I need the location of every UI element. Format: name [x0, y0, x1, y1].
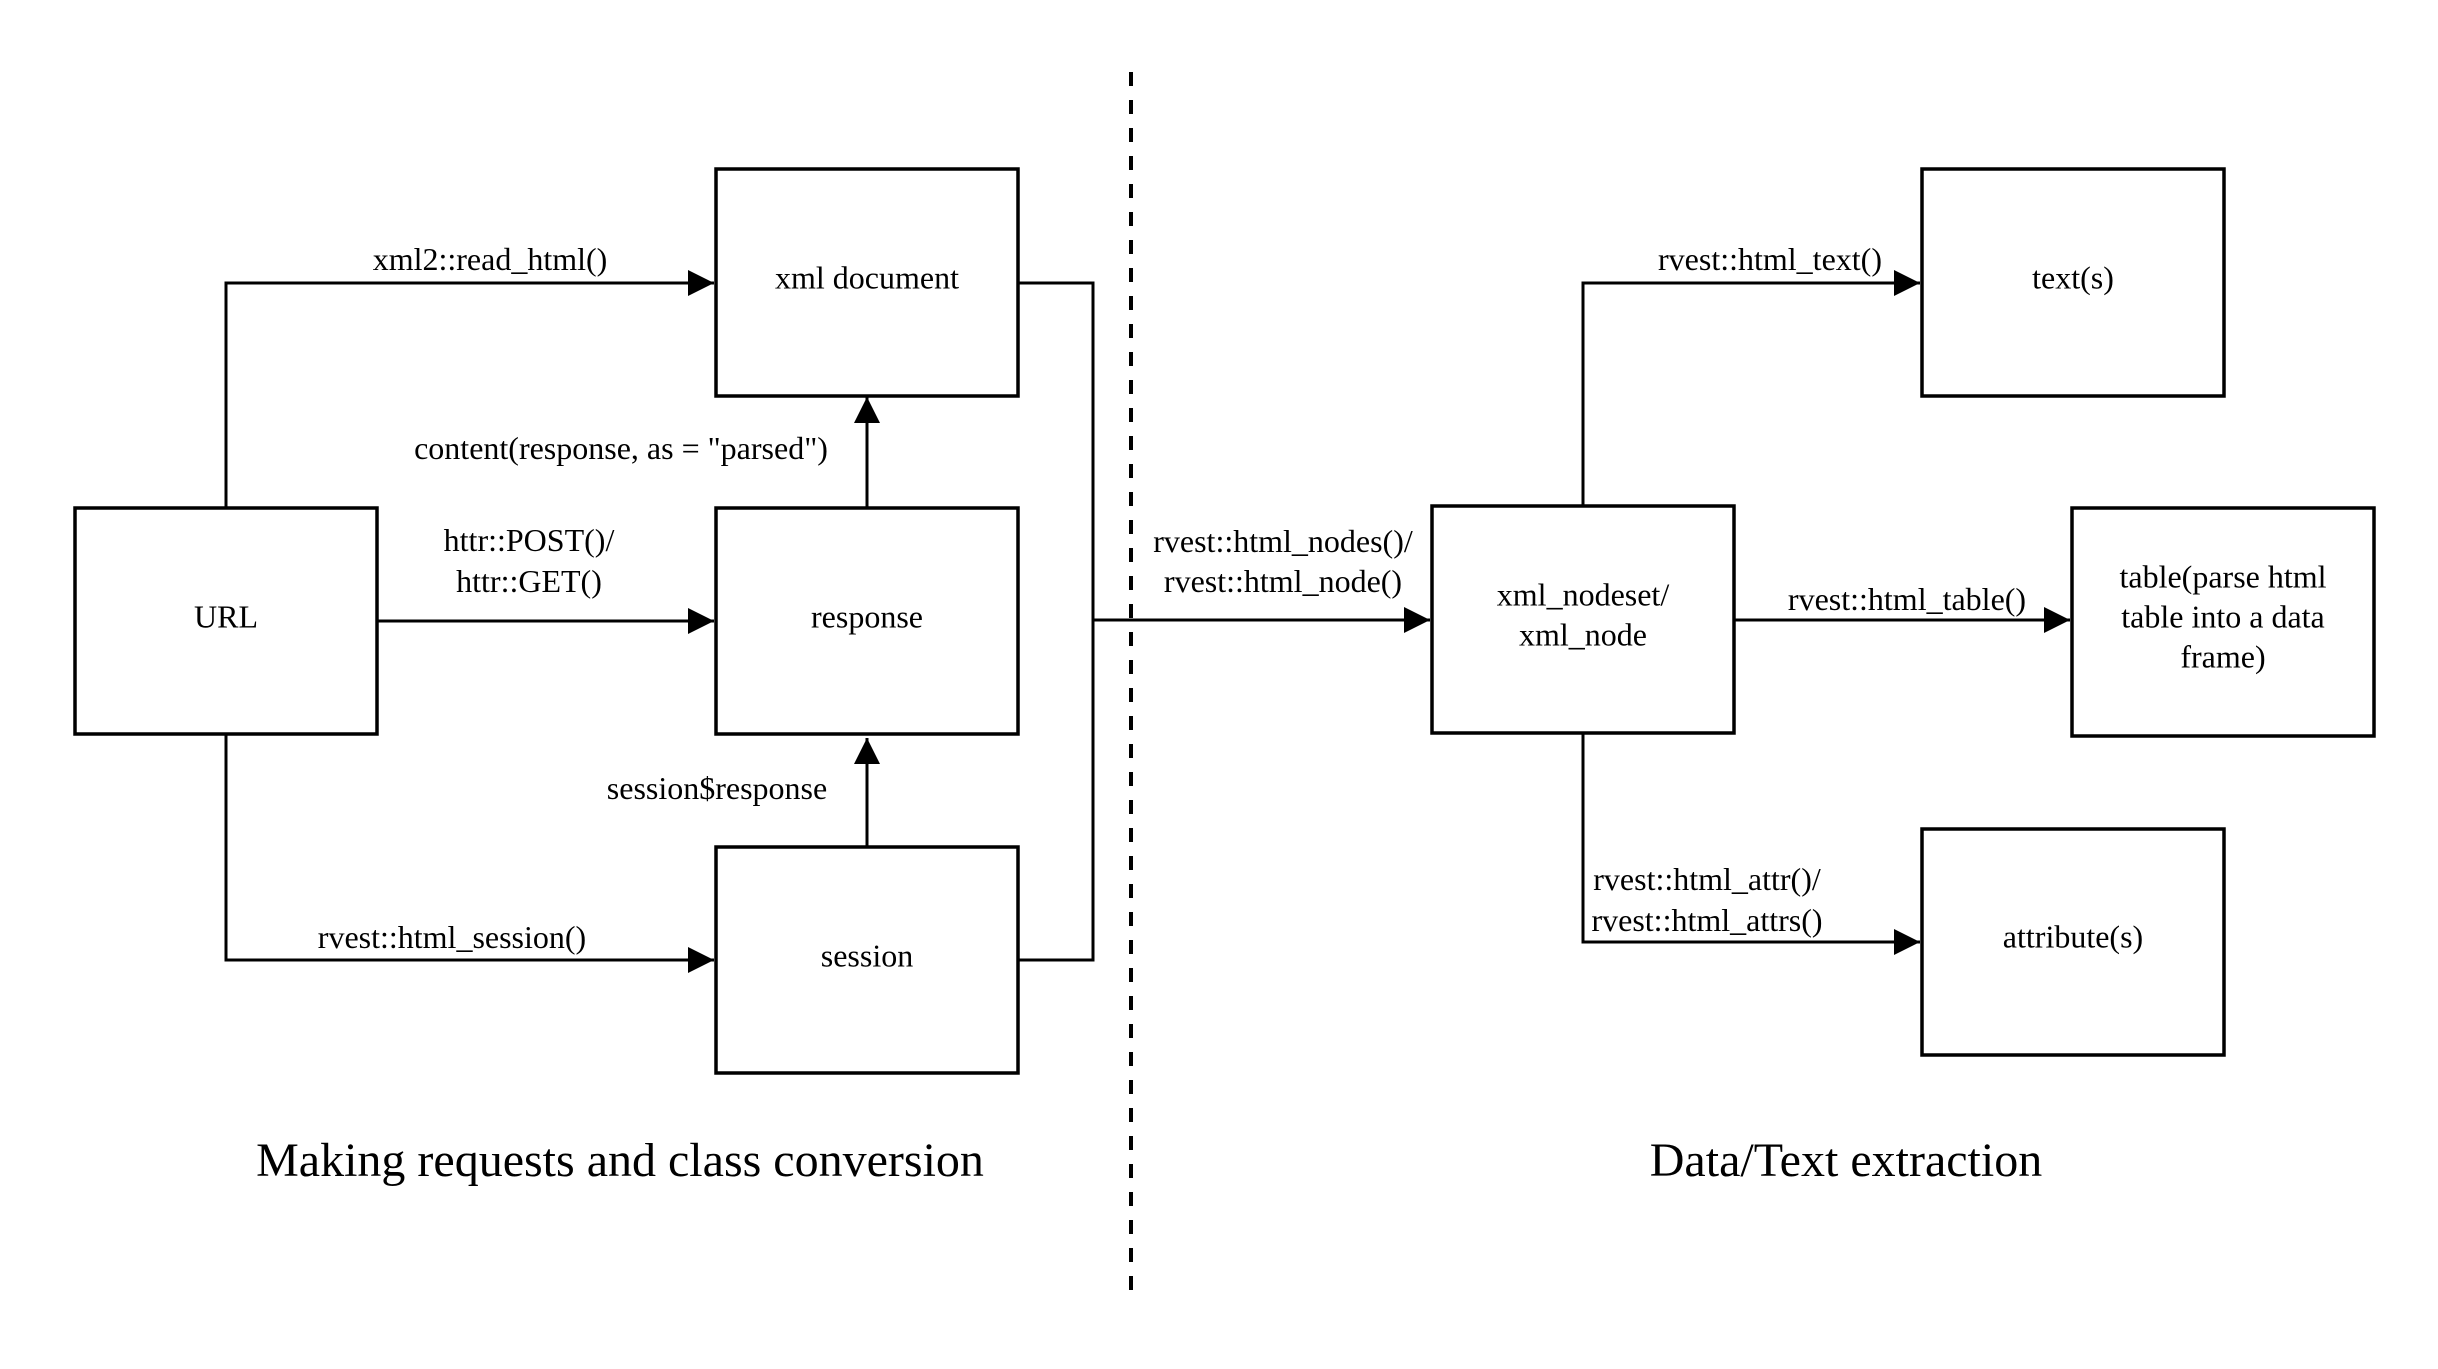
edge-label-post-get-line-2: httr::GET() — [456, 563, 602, 599]
node-session-label: session — [821, 937, 913, 973]
node-table-label-line-3: frame) — [2180, 638, 2265, 674]
node-xml-nodeset-box — [1430, 504, 1736, 735]
node-url-label: URL — [194, 598, 258, 634]
edge-url-to-xml-document — [224, 270, 714, 508]
edge-url-to-session — [224, 734, 714, 973]
node-attributes-label: attribute(s) — [2003, 918, 2143, 954]
node-texts-box — [1920, 167, 2226, 398]
edge-label-read-html: xml2::read_html() — [373, 241, 608, 277]
edge-label-html-session: rvest::html_session() — [318, 919, 586, 955]
section-label-left: Making requests and class conversion — [256, 1134, 984, 1187]
node-texts-label: text(s) — [2032, 259, 2114, 295]
node-session-box — [714, 845, 1020, 1075]
node-xml-document-label: xml document — [775, 259, 959, 295]
edge-label-html-nodes-line-2: rvest::html_node() — [1164, 563, 1402, 599]
edge-label-content-parsed: content(response, as = "parsed") — [414, 430, 828, 466]
edge-label-session-response: session$response — [607, 770, 827, 806]
node-table-label-line-1: table(parse html — [2119, 558, 2326, 594]
node-xml-document-box — [714, 167, 1020, 398]
node-table-box — [2070, 506, 2376, 738]
node-attributes-box — [1920, 827, 2226, 1057]
edge-label-html-nodes-line-1: rvest::html_nodes()/ — [1153, 523, 1413, 559]
edge-label-html-text: rvest::html_text() — [1658, 241, 1882, 277]
edge-label-html-attr-line-2: rvest::html_attrs() — [1591, 902, 1822, 938]
node-response-box — [714, 506, 1020, 736]
edge-xml-document-connector — [1018, 281, 1095, 962]
edge-label-html-table: rvest::html_table() — [1788, 581, 2026, 617]
edge-label-post-get-line-1: httr::POST()/ — [444, 522, 615, 558]
node-url-box — [73, 506, 379, 736]
edge-xml-nodeset-to-texts — [1581, 270, 1920, 506]
node-xml-nodeset-label-line-1: xml_nodeset/ — [1497, 576, 1670, 612]
section-label-right: Data/Text extraction — [1650, 1134, 2042, 1187]
node-xml-nodeset-label-line-2: xml_node — [1519, 616, 1647, 652]
edge-label-html-attr-line-1: rvest::html_attr()/ — [1593, 861, 1821, 897]
node-table-label-line-2: table into a data — [2121, 598, 2324, 634]
edge-xml-nodeset-to-attributes — [1581, 733, 1920, 955]
node-response-label: response — [811, 598, 923, 634]
